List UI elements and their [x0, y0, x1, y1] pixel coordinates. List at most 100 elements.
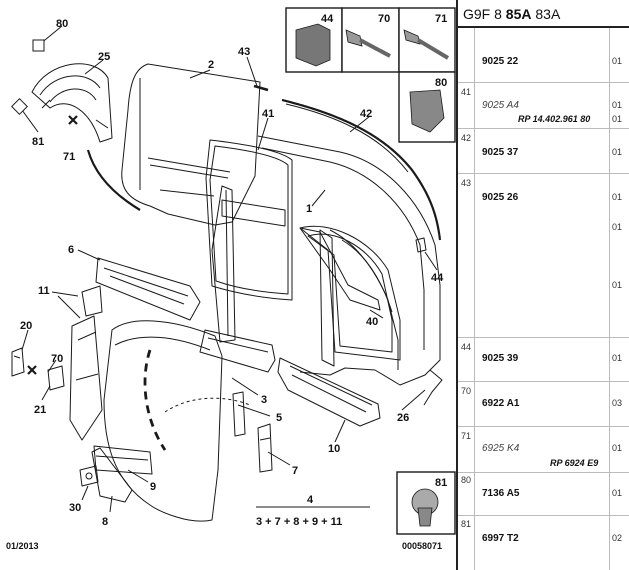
part-qty: 01 [612, 147, 623, 157]
formula-label: 3 + 7 + 8 + 9 + 11 [256, 516, 342, 528]
callout-70: 70 [51, 353, 63, 365]
callout-30: 30 [69, 502, 81, 514]
part-row[interactable]: 81 6997 T2 02 [458, 516, 629, 570]
part-ref: 41 [461, 87, 472, 97]
part-number[interactable]: 7136 A5 [482, 488, 520, 499]
callout-2: 2 [208, 59, 214, 71]
part-number[interactable]: 6922 A1 [482, 398, 520, 409]
rivet-81-shaft-icon [417, 507, 433, 527]
pillar-reinforcement-part[interactable] [211, 185, 286, 343]
part-qty: 03 [612, 398, 623, 408]
part-ref: 71 [461, 431, 472, 441]
part-row[interactable]: 9025 22 01 [458, 28, 629, 83]
side-rail-part[interactable] [199, 329, 276, 373]
part-ref: 43 [461, 178, 472, 188]
bracket-7-part[interactable] [257, 423, 273, 473]
callout-81: 81 [32, 136, 44, 148]
bracket-21-part[interactable] [47, 365, 65, 391]
part-qty: 01 [612, 56, 623, 66]
callout-8: 8 [102, 516, 108, 528]
nut-80-icon [409, 89, 445, 133]
part-row[interactable]: 80 7136 A5 01 [458, 473, 629, 516]
callout-80: 80 [56, 18, 68, 30]
bracket-20-part[interactable] [11, 347, 25, 377]
part-number[interactable]: 9025 26 [482, 192, 519, 203]
inset-label-70: 70 [378, 13, 390, 25]
part-qty: 01 [612, 192, 623, 202]
part-row[interactable]: 70 6922 A1 03 [458, 382, 629, 427]
callout-25: 25 [98, 51, 110, 63]
inset-label-44: 44 [321, 13, 334, 25]
marker-71-cross [68, 115, 78, 125]
callout-11: 11 [38, 285, 50, 297]
inset-label-80: 80 [435, 77, 447, 89]
part-qty: 01 [612, 353, 623, 363]
part-row[interactable]: 71 6925 K4 RP 6924 E9 01 [458, 427, 629, 473]
header-prefix: G9F 8 [463, 6, 506, 22]
screw-71-shaft-icon [416, 38, 450, 60]
callout-42: 42 [360, 108, 372, 120]
exploded-diagram: 80 25 81 71 2 43 42 41 1 44 6 11 20 70 2… [6, 7, 456, 551]
bracket-8-part[interactable] [91, 447, 133, 503]
callout-5: 5 [276, 412, 282, 424]
part-number[interactable]: 9025 22 [482, 56, 519, 67]
callout-20: 20 [20, 320, 32, 332]
marker-81-diamond [11, 98, 28, 115]
footer-date: 01/2013 [6, 541, 39, 551]
part-number[interactable]: 6925 K4 [482, 443, 520, 454]
header-suffix: 83A [531, 6, 561, 22]
part-row[interactable]: 42 9025 37 01 [458, 129, 629, 174]
part-number[interactable]: 9025 39 [482, 353, 519, 364]
header-highlight: 85A [505, 6, 532, 22]
part-qty: 01 [612, 100, 623, 110]
callout-1: 1 [306, 203, 312, 215]
door-frame-part[interactable] [299, 225, 401, 361]
part-ref: 44 [461, 342, 472, 352]
callout-9: 9 [150, 481, 156, 493]
callout-6: 6 [68, 244, 74, 256]
parts-panel-header: G9F 8 85A 83A [458, 0, 629, 28]
part-row[interactable]: 41 9025 A4 RP 14.402.961 80 01 01 [458, 83, 629, 129]
footer-reference: 00058071 [402, 541, 442, 551]
part-number[interactable]: 9025 A4 [482, 100, 519, 111]
marker-80-square [32, 39, 45, 52]
inset-label-71: 71 [435, 13, 447, 25]
callout-10: 10 [328, 443, 340, 455]
wheel-arch-liner-part[interactable] [31, 63, 113, 143]
door-seal-part[interactable] [205, 139, 293, 301]
callout-7: 7 [292, 465, 298, 477]
body-side-panel[interactable] [257, 135, 441, 386]
rear-quarter-outer-panel[interactable] [121, 63, 261, 226]
callout-40: 40 [366, 316, 378, 328]
bracket-11-part[interactable] [69, 285, 103, 441]
screw-70-head-icon [345, 29, 363, 47]
callout-4: 4 [307, 494, 314, 506]
part-note: RP 6924 E9 [550, 458, 599, 468]
part-ref: 42 [461, 133, 472, 143]
part-ref: 80 [461, 475, 472, 485]
part-row[interactable]: 44 9025 39 01 [458, 338, 629, 382]
callout-71: 71 [63, 151, 75, 163]
plug-30-part[interactable] [79, 465, 99, 487]
part-number[interactable]: 9025 37 [482, 147, 519, 158]
part-number[interactable]: 6997 T2 [482, 533, 519, 544]
screw-70-shaft-icon [359, 38, 391, 58]
callout-21: 21 [34, 404, 46, 416]
marker-70-cross [27, 365, 37, 375]
callout-44: 44 [431, 272, 444, 284]
sill-panel-part[interactable] [277, 229, 381, 427]
part-note: RP 14.402.961 80 [518, 114, 591, 124]
callout-41: 41 [262, 108, 274, 120]
part-qty: 01 [612, 443, 623, 453]
bracket-9-part[interactable] [93, 445, 153, 475]
part-qty: 01 [612, 222, 623, 232]
part-qty: 02 [612, 533, 623, 543]
part-qty: 01 [612, 488, 623, 498]
inset-label-81: 81 [435, 477, 447, 489]
part-ref: 70 [461, 386, 472, 396]
part-qty: 01 [612, 114, 623, 124]
callout-26: 26 [397, 412, 409, 424]
part-row[interactable]: 43 9025 26 01 01 01 [458, 174, 629, 338]
cross-member-part[interactable] [95, 257, 201, 321]
lower-quarter-panel[interactable] [103, 320, 223, 522]
